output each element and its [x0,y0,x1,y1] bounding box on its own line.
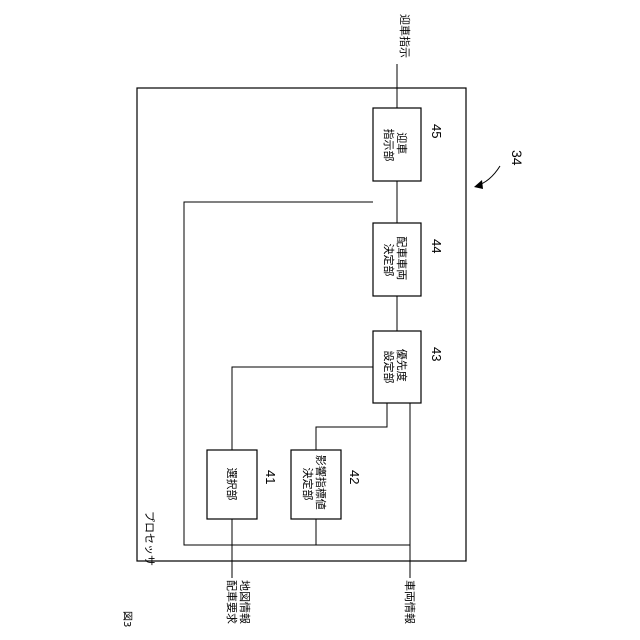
block-43-label: 優先度 設定部 [382,349,409,386]
input-request-line-1: 配車要求 [225,580,239,624]
block-44-label-line-2: 決定部 [382,244,396,277]
input-vehicle-label: 車両情報 [403,580,417,624]
ref-41: 41 [263,470,278,484]
output-pickup-label: 迎車指示 [398,14,412,58]
figure-label: 図3 [121,611,133,627]
ref-45: 45 [429,124,444,138]
block-43-label-line-1: 優先度 [395,349,409,382]
processor-ref-arrowhead [474,180,483,189]
wire-42-43 [316,403,387,450]
processor-label: プロセッサ [143,511,156,566]
block-42-label-line-2: 決定部 [301,468,315,501]
block-44-label-line-1: 配車車両 [395,236,409,280]
ref-43: 43 [429,347,444,361]
input-request-line-2: 地図情報 [238,580,251,624]
ref-42: 42 [347,470,362,484]
processor-ref: 34 [509,150,525,166]
block-41-label: 選択部 [225,468,239,501]
block-45-label: 迎車 指示部 [382,129,409,162]
block-45-label-line-2: 指示部 [382,129,396,162]
wire-41-43 [232,367,373,450]
ref-44: 44 [429,239,444,253]
block-42-label-line-1: 影響指標値 [314,455,328,510]
block-45-label-line-1: 迎車 [395,132,409,154]
input-request-label: 配車要求 地図情報 [225,580,251,628]
block-43-label-line-2: 設定部 [382,351,396,384]
